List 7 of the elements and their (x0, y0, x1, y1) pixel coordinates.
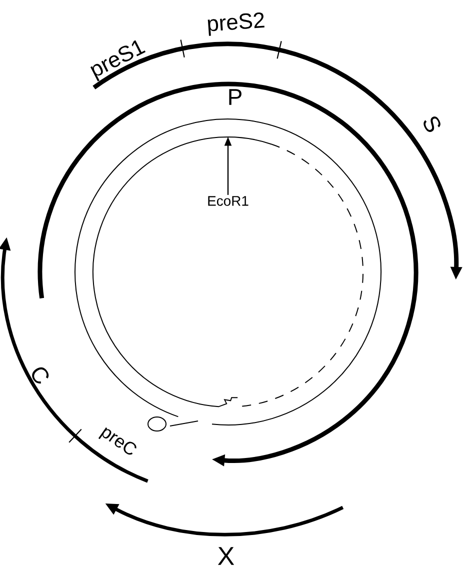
gene-label: preC (98, 427, 136, 455)
gene-label: S (424, 116, 440, 132)
gene-label: X (218, 547, 234, 565)
gene-label: preS2 (208, 12, 264, 36)
gene-label: P (229, 89, 242, 105)
site-label: EcoR1 (208, 196, 248, 206)
gene-label: C (32, 367, 49, 384)
